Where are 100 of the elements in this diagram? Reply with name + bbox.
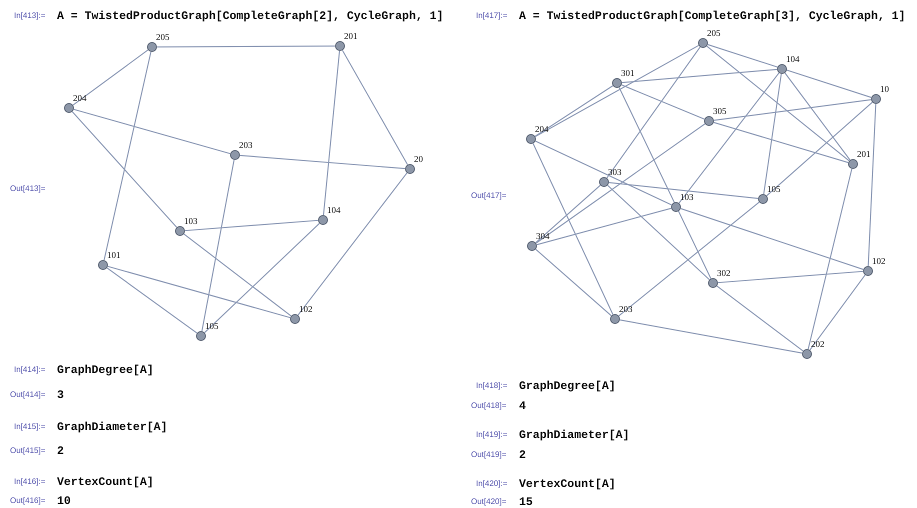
- graph-vertex: [335, 41, 345, 51]
- graph-vertex: [871, 94, 881, 104]
- vertex-label: 302: [717, 268, 730, 278]
- vertex-label: 303: [608, 167, 622, 177]
- graph-vertex: [64, 103, 74, 113]
- graph-edge: [766, 102, 873, 196]
- graph-edge: [157, 45, 335, 48]
- output-value: 4: [519, 400, 526, 413]
- graph-vertex: [802, 349, 812, 359]
- cell-prompt: Out[420]=: [471, 497, 506, 506]
- graph-vertex: [98, 260, 108, 270]
- graph-edge: [784, 72, 850, 160]
- graph-edge: [342, 50, 408, 165]
- graph-edge: [532, 143, 614, 315]
- graph-edge: [678, 72, 780, 204]
- graph-vertex: [758, 194, 768, 204]
- vertex-label: 102: [299, 304, 312, 314]
- graph-edge: [622, 68, 778, 84]
- cell-prompt: In[418]:=: [476, 381, 508, 390]
- graph-edge: [714, 99, 872, 121]
- graph-edge: [621, 84, 705, 120]
- graph-edge: [810, 274, 866, 350]
- vertex-label: 104: [786, 54, 800, 64]
- graph-vertex: [863, 266, 873, 276]
- graph-edge: [607, 185, 710, 280]
- graph-edge: [763, 74, 782, 194]
- input-code: A = TwistedProductGraph[CompleteGraph[2], CycleGraph, 1]: [57, 10, 444, 23]
- graph-vertex: [671, 202, 681, 212]
- graph-vertex: [196, 331, 206, 341]
- graph-vertex: [848, 159, 858, 169]
- input-code: A = TwistedProductGraph[CompleteGraph[3], CycleGraph, 1]: [519, 10, 906, 23]
- vertex-label: 205: [156, 32, 170, 42]
- cell-prompt: Out[417]=: [471, 191, 506, 200]
- vertex-label: 103: [680, 192, 694, 202]
- output-value: 15: [519, 496, 533, 508]
- graph-edge: [106, 267, 198, 334]
- input-code: VertexCount[A]: [519, 478, 616, 491]
- vertex-label: 203: [619, 304, 632, 314]
- graph-vertex: [147, 42, 157, 52]
- output-value: 10: [57, 495, 71, 508]
- graph-edge: [620, 319, 802, 354]
- graph-edge: [534, 85, 614, 137]
- cell-prompt: In[420]:=: [476, 479, 508, 488]
- cell-prompt: Out[415]=: [10, 446, 46, 455]
- vertex-label: 103: [184, 216, 198, 226]
- graph-vertex: [612, 78, 622, 88]
- cell-prompt: Out[416]=: [10, 496, 46, 505]
- vertex-label: 205: [707, 28, 720, 38]
- graph-edge: [535, 248, 612, 316]
- cell-prompt: In[419]:=: [476, 430, 508, 439]
- graph-edge: [606, 46, 701, 178]
- graph-edge: [201, 160, 235, 332]
- graph-edge: [618, 202, 760, 316]
- graph-edge: [718, 270, 864, 284]
- vertex-label: 101: [107, 250, 120, 260]
- output-value: 3: [57, 389, 64, 402]
- cell-prompt: In[413]:=: [14, 11, 46, 20]
- output-value: 2: [57, 445, 64, 458]
- graph-edge: [108, 266, 290, 318]
- vertex-label: 10: [880, 84, 889, 94]
- graph-edge: [808, 168, 852, 350]
- graph-edge: [72, 111, 178, 228]
- vertex-label: 204: [535, 124, 548, 134]
- graph-edge: [240, 154, 406, 170]
- graph-edge: [708, 44, 872, 98]
- cell-prompt: Out[418]=: [471, 401, 506, 410]
- graph-edge: [608, 182, 758, 200]
- graph-edge: [322, 50, 340, 216]
- vertex-label: 105: [205, 321, 218, 331]
- graph-vertex: [698, 38, 708, 48]
- graph-vertex: [704, 116, 714, 126]
- graph-edge: [714, 122, 848, 164]
- graph-edge: [535, 184, 601, 244]
- graph-edge: [104, 52, 152, 260]
- output-value: 2: [519, 449, 526, 462]
- cell-prompt: In[417]:=: [476, 11, 508, 20]
- input-code: GraphDiameter[A]: [57, 421, 168, 434]
- graph-vertex: [527, 241, 537, 251]
- vertex-label: 102: [872, 256, 886, 266]
- graph-edge: [74, 108, 230, 154]
- graph-vertex: [526, 134, 536, 144]
- graph-edge: [535, 44, 699, 138]
- graph-edge: [536, 123, 706, 244]
- graph-vertex: [230, 150, 240, 160]
- graph-vertex: [708, 278, 718, 288]
- input-code: GraphDegree[A]: [519, 380, 616, 393]
- vertex-label: 203: [239, 140, 252, 150]
- vertex-label: 305: [713, 106, 726, 116]
- graph-edge: [535, 140, 672, 206]
- graph-vertex: [290, 314, 300, 324]
- vertex-label: 304: [536, 231, 550, 241]
- graph-edge: [72, 50, 148, 106]
- graph-edge: [536, 208, 672, 246]
- cell-prompt: In[416]:=: [14, 477, 46, 486]
- cell-prompt: In[414]:=: [14, 365, 46, 374]
- vertex-label: 204: [73, 93, 86, 103]
- graph-edge: [618, 87, 712, 279]
- graph-edge: [204, 223, 320, 333]
- graph-edge: [184, 234, 292, 316]
- vertex-label: 104: [327, 205, 340, 215]
